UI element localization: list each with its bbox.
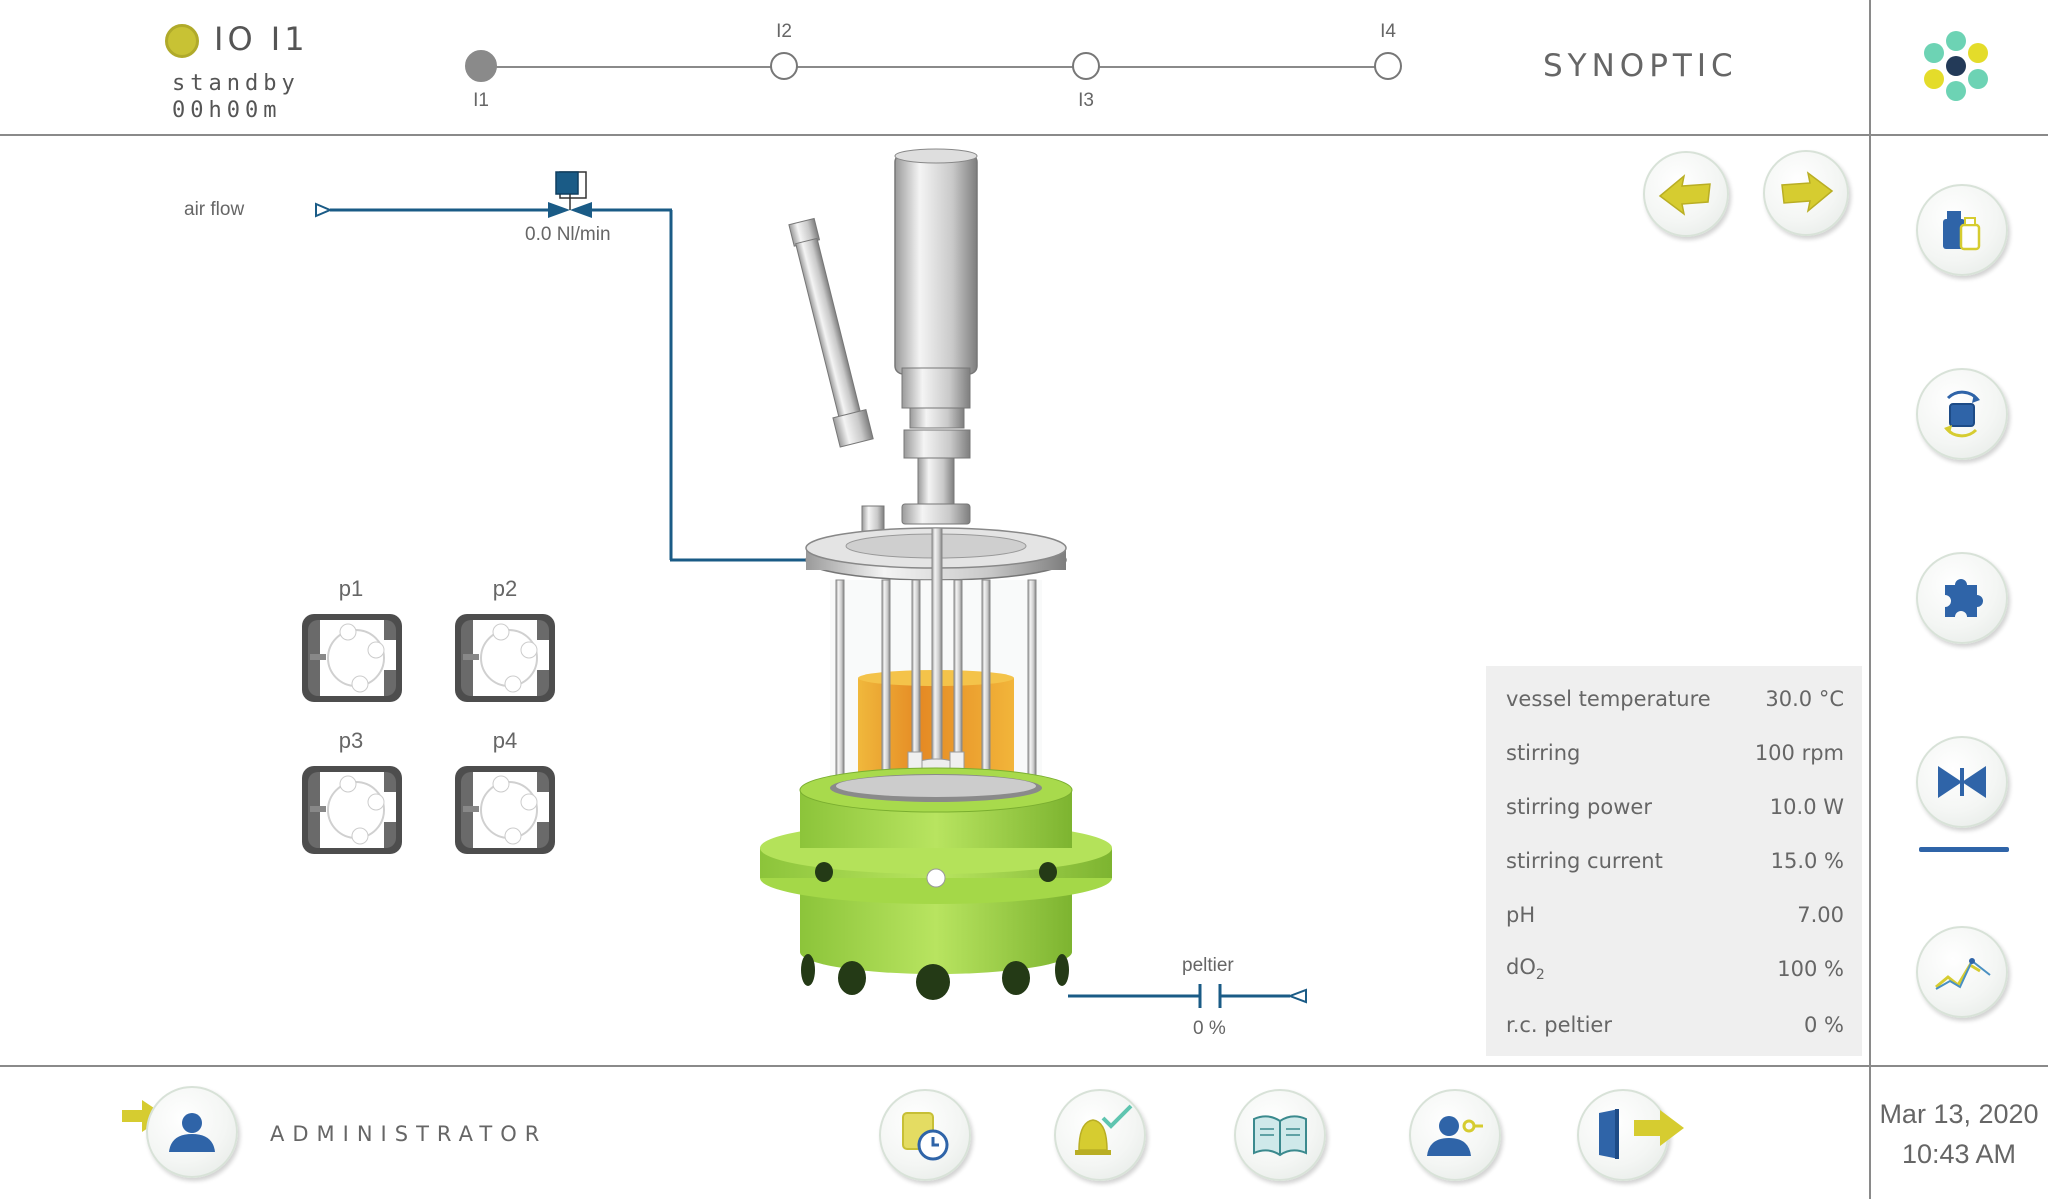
pump-p1[interactable] [300,610,404,706]
peltier-label: peltier [1182,955,1234,976]
user-icon [169,1113,215,1152]
measurement-label: vessel temperature [1506,687,1711,711]
bottles-icon [1943,211,1981,251]
step-label-i3: I3 [1078,90,1094,111]
measurement-row: stirring current 15.0 % [1506,834,1844,888]
puzzle-icon [1945,579,1983,617]
peltier-connection [1068,984,1307,1008]
measurement-value: 7.00 [1797,903,1844,927]
pump-label-p3: p3 [338,728,364,753]
measurement-row: stirring 100 rpm [1506,726,1844,780]
measurement-label: pH [1506,903,1536,927]
measurement-value: 15.0 % [1770,849,1844,873]
status-indicator [165,24,199,58]
air-flow-pipe [315,202,820,562]
pump-label-p1: p1 [338,576,364,601]
sidebar-recycle-button[interactable] [1916,368,2008,460]
measurement-row: dO2 100 % [1506,942,1844,996]
measurement-row: pH 7.00 [1506,888,1844,942]
schedule-clock-icon [902,1112,949,1161]
measurement-row: r.c. peltier 0 % [1506,998,1844,1052]
air-flow-label: air flow [184,199,245,220]
user-key-button[interactable] [1409,1089,1501,1181]
alarm-bell-check-icon [1075,1104,1133,1155]
user-key-icon [1427,1116,1483,1156]
measurement-row: vessel temperature 30.0 °C [1506,672,1844,726]
arrow-left-icon [1658,174,1711,216]
pump-p4[interactable] [453,762,557,858]
datetime-display: Mar 13, 2020 10:43 AM [1870,1094,2048,1174]
pump-label-p2: p2 [492,576,518,601]
user-role: ADMINISTRATOR [270,1122,548,1146]
run-state: standby [172,71,300,96]
step-node-i2[interactable] [770,52,798,80]
login-button[interactable] [146,1086,238,1178]
measurement-value: 100 % [1777,957,1844,981]
schedule-button[interactable] [879,1089,971,1181]
step-label-i1: I1 [473,90,489,111]
measurement-value: 30.0 °C [1765,687,1844,711]
step-node-i4[interactable] [1374,52,1402,80]
current-time: 10:43 AM [1901,1139,2017,1169]
peristaltic-pump-icon [455,766,555,854]
peristaltic-pump-icon [455,614,555,702]
manual-book-icon [1253,1115,1307,1157]
step-node-i1[interactable] [465,50,497,82]
logout-arrow-icon [1634,1106,1686,1150]
measurement-value: 0 % [1804,1013,1844,1037]
arrow-right-icon [1781,171,1834,213]
sidebar-active-indicator [1919,847,2009,852]
sidebar-bottles-button[interactable] [1916,184,2008,276]
sidebar-puzzle-button[interactable] [1916,552,2008,644]
measurement-value: 100 rpm [1754,741,1844,765]
measurement-row: stirring power 10.0 W [1506,780,1844,834]
next-button[interactable] [1763,150,1849,236]
measurement-label: stirring power [1506,795,1652,819]
manual-button[interactable] [1234,1089,1326,1181]
measurement-label: r.c. peltier [1506,1013,1612,1037]
alarm-button[interactable] [1054,1089,1146,1181]
peristaltic-pump-icon [302,766,402,854]
login-user-icon [122,1092,192,1144]
view-title: SYNOPTIC [1543,48,1738,84]
measurement-label: stirring [1506,741,1581,765]
peltier-value: 0 % [1193,1018,1226,1039]
elapsed-time: 00h00m [172,98,282,123]
step-label-i4: I4 [1380,21,1396,42]
logout-door-icon [1599,1109,1619,1159]
pump-label-p4: p4 [492,728,518,753]
pump-p2[interactable] [453,610,557,706]
valve-icon [1938,766,1986,798]
measurement-value: 10.0 W [1769,795,1844,819]
chart-icon [1935,958,1991,990]
peristaltic-pump-icon [302,614,402,702]
measurements-panel: vessel temperature 30.0 °C stirring 100 … [1486,666,1862,1056]
air-flow-value: 0.0 Nl/min [525,224,611,245]
sidebar-valve-button[interactable] [1916,736,2008,828]
flower-logo-icon [1918,28,1994,104]
step-node-i3[interactable] [1072,52,1100,80]
measurement-label: dO2 [1506,954,1545,984]
unit-name: IO I1 [214,20,309,58]
air-valve-icon[interactable] [546,158,602,222]
bioreactor-vessel[interactable] [750,148,1120,1058]
recycle-cube-icon [1944,390,1980,438]
sidebar-chart-button[interactable] [1916,926,2008,1018]
current-date: Mar 13, 2020 [1879,1099,2039,1129]
pump-p3[interactable] [300,762,404,858]
step-label-i2: I2 [776,21,792,42]
prev-button[interactable] [1643,151,1729,237]
measurement-label: stirring current [1506,849,1663,873]
